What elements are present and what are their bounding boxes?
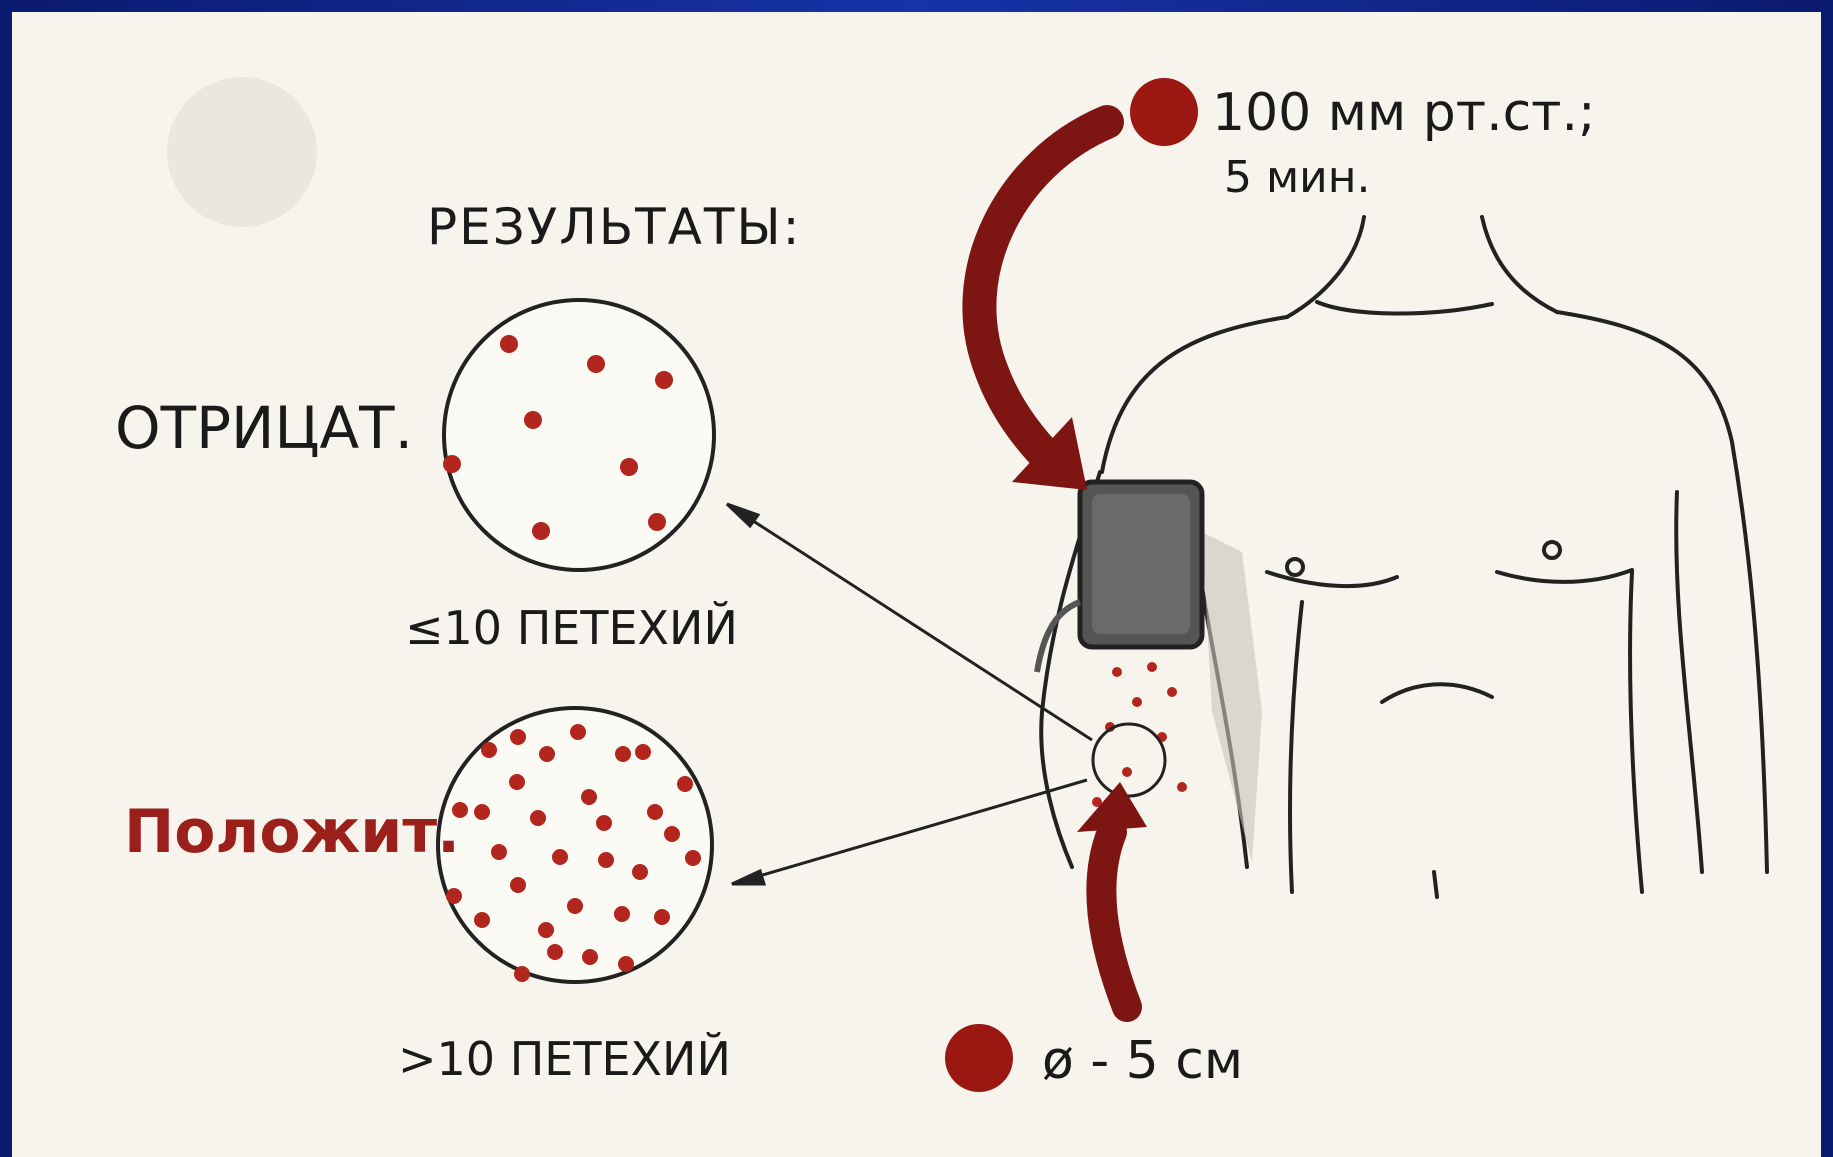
cuff-params-bullet: [1130, 78, 1198, 146]
petechia: [500, 335, 518, 353]
navel: [1434, 872, 1437, 897]
petechia: [481, 742, 497, 758]
cuff-params-line2: 5 мин.: [1224, 152, 1371, 203]
test-area-circle: [1093, 724, 1165, 796]
petechia: [620, 458, 638, 476]
nipple-right: [1544, 542, 1560, 558]
petechia: [635, 744, 651, 760]
petechia: [655, 371, 673, 389]
chest-left: [1267, 572, 1397, 586]
collarbone: [1317, 302, 1492, 314]
petechia: [1112, 667, 1122, 677]
positive-magnifier-circle: [438, 708, 712, 982]
positive-label: Положит.: [124, 797, 460, 867]
cuff-tube: [1037, 602, 1080, 672]
cuff-pressure-arrow: [979, 122, 1107, 462]
petechia: [677, 776, 693, 792]
pointer-arrowhead-negative: [727, 504, 758, 526]
petechia: [552, 849, 568, 865]
pointer-lines: [727, 504, 1092, 884]
petechia: [1132, 697, 1142, 707]
shoulder-left: [1102, 317, 1287, 472]
petechia: [685, 850, 701, 866]
abdomen-line: [1382, 684, 1492, 702]
petechia: [510, 729, 526, 745]
petechia: [567, 898, 583, 914]
cuff-inner: [1092, 494, 1190, 634]
neck-right: [1482, 217, 1557, 312]
petechia: [596, 815, 612, 831]
bp-cuff: [1037, 482, 1202, 672]
petechia: [524, 411, 542, 429]
positive-result-group: Положит. >10 ПЕТЕХИЙ: [124, 708, 731, 1086]
petechia: [1167, 687, 1177, 697]
area-params-bullet: [945, 1024, 1013, 1092]
petechia: [547, 944, 563, 960]
forearm-petechiae: [1092, 662, 1187, 807]
pointer-arrowhead-positive: [732, 871, 764, 884]
negative-caption: ≤10 ПЕТЕХИЙ: [405, 601, 738, 655]
petechia: [664, 826, 680, 842]
rumpel-leede-test-diagram: РЕЗУЛЬТАТЫ: ОТРИЦАТ. ≤10 ПЕТЕХИЙ: [12, 12, 1821, 1157]
nipple-left: [1287, 559, 1303, 575]
petechia: [614, 906, 630, 922]
petechia: [570, 724, 586, 740]
petechia: [446, 888, 462, 904]
petechia: [509, 774, 525, 790]
petechia: [632, 864, 648, 880]
area-arrowhead: [1077, 782, 1147, 832]
petechia: [538, 922, 554, 938]
positive-caption: >10 ПЕТЕХИЙ: [398, 1032, 731, 1086]
area-arrow: [1101, 832, 1127, 1007]
illustration-card: РЕЗУЛЬТАТЫ: ОТРИЦАТ. ≤10 ПЕТЕХИЙ: [12, 12, 1821, 1157]
petechia: [647, 804, 663, 820]
petechia: [510, 877, 526, 893]
petechia: [587, 355, 605, 373]
petechia: [654, 909, 670, 925]
torso-left-side: [1290, 602, 1302, 892]
chest-right: [1497, 570, 1632, 582]
negative-magnifier-circle: [444, 300, 714, 570]
pointer-line-positive: [732, 780, 1087, 884]
petechia: [474, 804, 490, 820]
petechia: [582, 949, 598, 965]
results-heading: РЕЗУЛЬТАТЫ:: [427, 198, 801, 256]
petechia: [598, 852, 614, 868]
petechia: [514, 966, 530, 982]
petechia: [443, 455, 461, 473]
torso-right-side: [1630, 572, 1642, 892]
petechia: [1122, 767, 1132, 777]
petechia: [474, 912, 490, 928]
petechia: [532, 522, 550, 540]
petechia: [618, 956, 634, 972]
negative-label: ОТРИЦАТ.: [115, 394, 413, 462]
petechia: [581, 789, 597, 805]
cuff-params-line1: 100 мм рт.ст.;: [1212, 83, 1596, 143]
area-params-text: ø - 5 см: [1042, 1031, 1243, 1091]
petechia: [530, 810, 546, 826]
petechia: [615, 746, 631, 762]
petechia: [1177, 782, 1187, 792]
neck-left: [1287, 217, 1364, 317]
negative-result-group: ОТРИЦАТ. ≤10 ПЕТЕХИЙ: [115, 300, 738, 655]
pointer-line-negative: [727, 504, 1092, 740]
shoulder-right: [1557, 312, 1767, 872]
petechia: [1147, 662, 1157, 672]
paper-stain: [167, 77, 317, 227]
petechia: [648, 513, 666, 531]
petechia: [491, 844, 507, 860]
arm-shading: [1202, 532, 1262, 862]
petechia: [539, 746, 555, 762]
right-arm-inner: [1676, 492, 1702, 872]
